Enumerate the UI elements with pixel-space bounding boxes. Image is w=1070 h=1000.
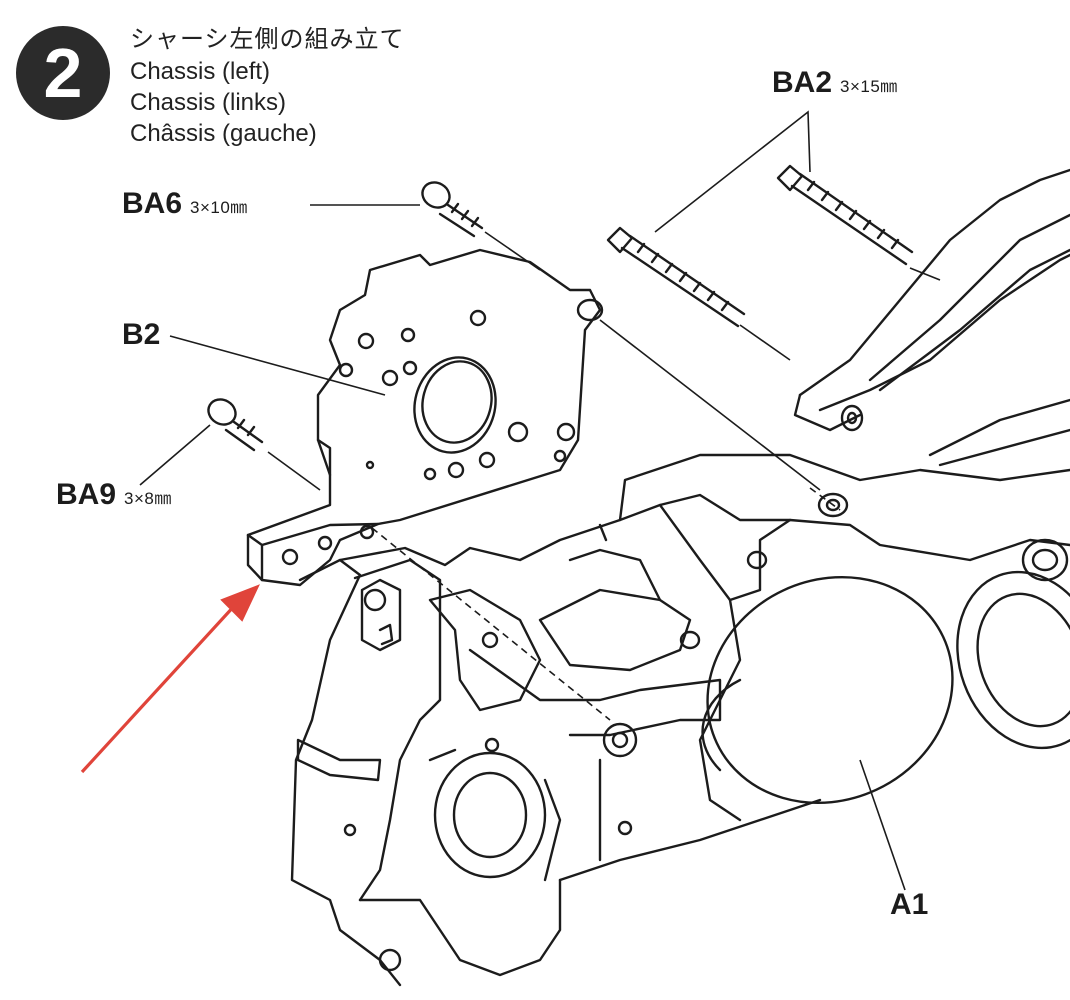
- dashed-guide-lines: [371, 487, 841, 721]
- label-b2: B2: [122, 318, 160, 352]
- label-a1: A1: [890, 888, 928, 922]
- label-ba2-size: 3×15㎜: [840, 77, 898, 96]
- leader-lines: [139, 110, 906, 891]
- label-ba2-code: BA2: [772, 66, 833, 99]
- assembly-path-lines: [267, 231, 941, 491]
- label-ba6-size: 3×10㎜: [190, 198, 248, 217]
- step-titles: シャーシ左側の組み立て Chassis (left) Chassis (link…: [130, 22, 405, 149]
- motor-plate-b2: [246, 248, 604, 587]
- label-ba9-code: BA9: [56, 478, 117, 511]
- label-ba6-code: BA6: [122, 187, 183, 220]
- screw-ba6: [421, 181, 484, 238]
- red-arrow-icon: [80, 584, 260, 774]
- step-number-badge: 2: [16, 26, 110, 120]
- label-ba9: BA9 3×8㎜: [56, 478, 172, 512]
- step-title-fr: Châssis (gauche): [130, 120, 317, 147]
- label-a1-code: A1: [890, 888, 929, 921]
- screw-ba9: [207, 398, 264, 452]
- suspension-arm: [793, 168, 1070, 467]
- step-title-de: Chassis (links): [130, 89, 287, 116]
- label-b2-code: B2: [122, 318, 161, 351]
- label-ba2: BA2 3×15㎜: [772, 66, 898, 100]
- screw-ba2: [606, 164, 914, 328]
- step-title-en: Chassis (left): [130, 58, 271, 85]
- chassis-a1-part: [290, 453, 1070, 987]
- label-ba6: BA6 3×10㎜: [122, 187, 248, 221]
- step-title-jp: シャーシ左側の組み立て: [130, 25, 405, 53]
- label-ba9-size: 3×8㎜: [124, 489, 172, 508]
